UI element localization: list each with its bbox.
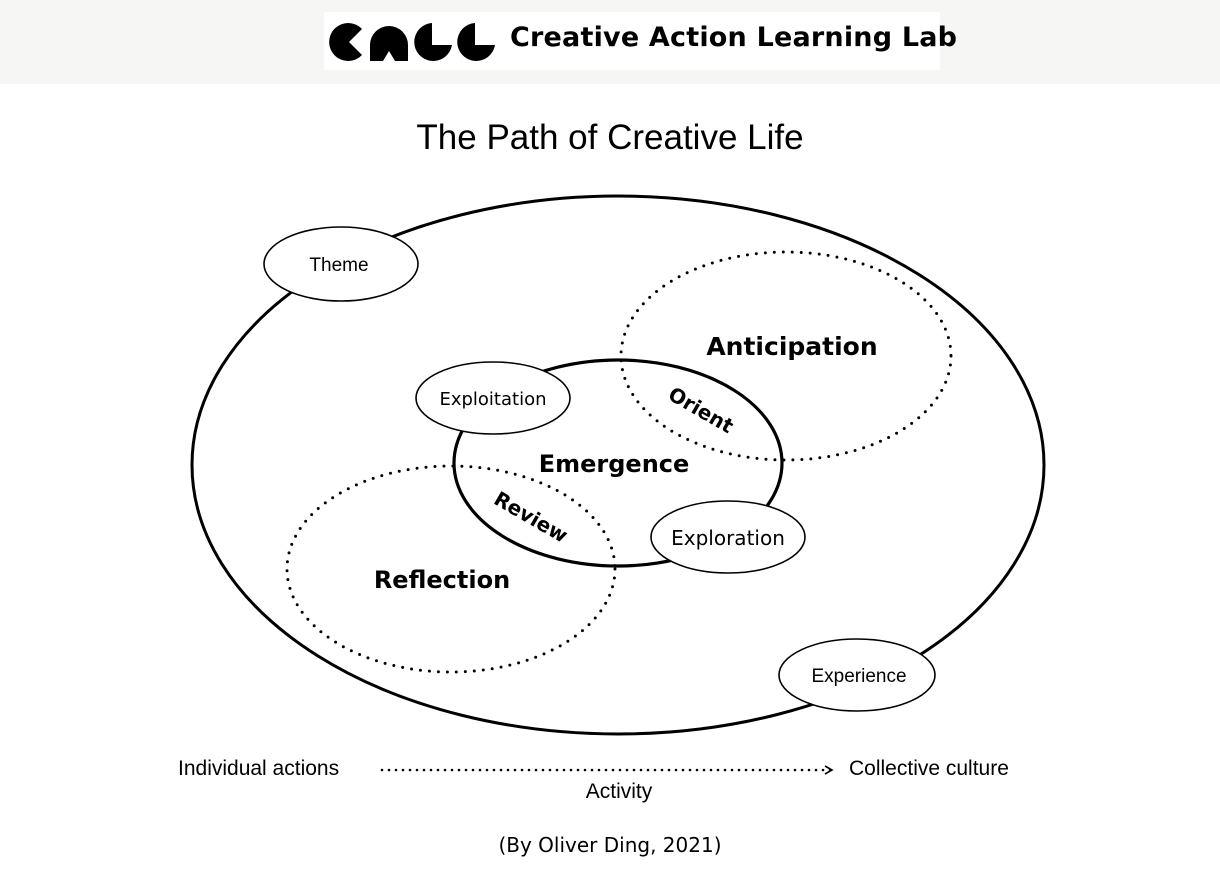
review-label: Review [490,486,572,547]
axis-right-label: Collective culture [849,757,1009,780]
axis-middle-label: Activity [585,780,653,803]
exploitation-bubble [415,361,571,435]
anticipation-label: Anticipation [706,332,877,361]
exploration-bubble [650,500,806,574]
header-band: Creative Action Learning Lab [0,0,1220,84]
page-title: The Path of Creative Life [416,118,804,157]
orient-label: Orient [664,382,738,439]
calll-logo-icon [329,23,495,61]
emergence-label: Emergence [539,450,690,478]
reflection-label: Reflection [374,566,510,594]
credit-line: (By Oliver Ding, 2021) [498,833,722,857]
theme-bubble [263,226,419,302]
experience-bubble [778,638,936,712]
logo-box: Creative Action Learning Lab [324,12,957,70]
exploration-label: Exploration [671,526,785,550]
experience-label: Experience [811,666,906,687]
theme-label: Theme [309,255,368,276]
reflection-ellipse [285,464,617,674]
lab-name: Creative Action Learning Lab [510,22,958,53]
outer-ellipse [190,194,1046,736]
anticipation-ellipse [619,250,953,462]
emergence-ellipse [452,358,784,568]
exploitation-label: Exploitation [439,389,546,410]
axis-left-label: Individual actions [178,757,340,780]
